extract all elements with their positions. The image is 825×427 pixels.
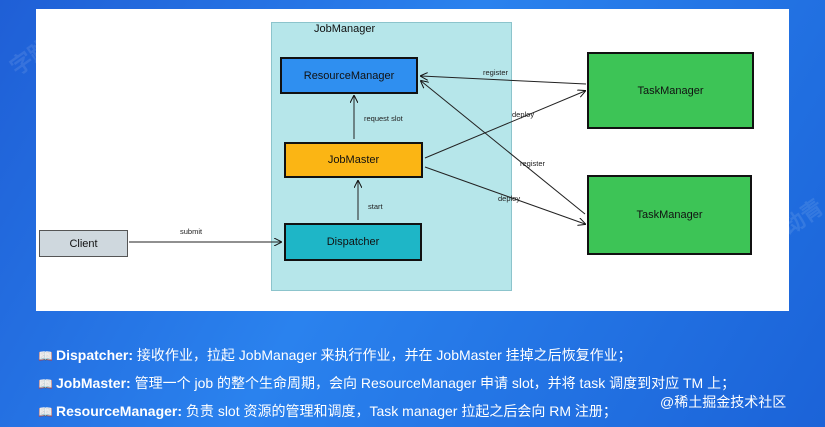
note-text: 接收作业，拉起 JobManager 来执行作业，并在 JobMaster 挂掉…: [133, 347, 632, 363]
book-icon: 📖: [38, 405, 53, 419]
jobmanager-label: JobManager: [314, 23, 376, 35]
note-text: 负责 slot 资源的管理和调度，Task manager 拉起之后会向 RM …: [182, 403, 617, 419]
note-term: JobMaster:: [56, 375, 131, 391]
resourcemanager-box: ResourceManager: [280, 57, 418, 94]
edge-label-request-slot: request slot: [364, 114, 403, 123]
note-dispatcher: 📖Dispatcher: 接收作业，拉起 JobManager 来执行作业，并在…: [38, 345, 825, 365]
note-jobmaster: 📖JobMaster: 管理一个 job 的整个生命周期，会向 Resource…: [38, 373, 825, 393]
diagram-canvas: JobManager ResourceManager JobMaster Dis…: [36, 9, 789, 311]
edge-label-start: start: [368, 202, 383, 211]
watermark-credit: @稀土掘金技术社区: [660, 394, 787, 410]
note-resourcemanager: 📖ResourceManager: 负责 slot 资源的管理和调度，Task …: [38, 401, 825, 421]
note-term: Dispatcher:: [56, 347, 134, 363]
jobmaster-box: JobMaster: [284, 142, 423, 178]
edge-label-submit: submit: [180, 227, 203, 236]
edge-label-deploy-1: deploy: [512, 110, 535, 119]
note-text: 管理一个 job 的整个生命周期，会向 ResourceManager 申请 s…: [130, 375, 736, 391]
edge-register-2: [421, 81, 586, 215]
book-icon: 📖: [38, 377, 53, 391]
dispatcher-box: Dispatcher: [284, 223, 422, 261]
edge-label-deploy-2: deploy: [498, 194, 521, 203]
edges-layer: [129, 9, 789, 311]
edge-label-register-1: register: [483, 68, 509, 77]
client-box: Client: [39, 230, 128, 257]
edge-register-1: [421, 76, 587, 85]
taskmanager-box-2: TaskManager: [587, 175, 752, 255]
note-term: ResourceManager:: [56, 403, 183, 419]
edge-label-register-2: register: [520, 159, 546, 168]
edge-deploy-1: [424, 91, 585, 159]
taskmanager-box-1: TaskManager: [587, 52, 754, 129]
edge-deploy-2: [424, 166, 585, 224]
book-icon: 📖: [38, 349, 53, 363]
